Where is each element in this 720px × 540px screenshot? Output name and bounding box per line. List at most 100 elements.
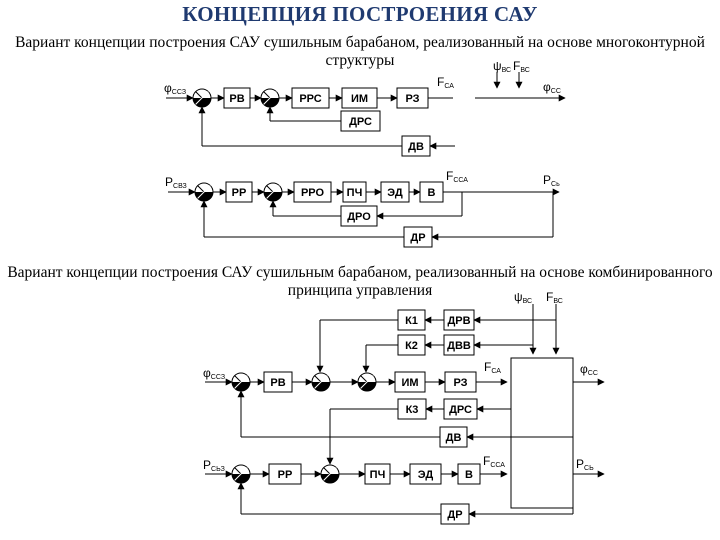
d1-block-label-rv: РВ bbox=[229, 93, 244, 105]
d2-block-rro: РРО bbox=[293, 181, 332, 203]
d2-signal-p_cbz-subscript: СВЗ bbox=[173, 183, 187, 190]
d2-signal-p_cb-subscript: Сь bbox=[551, 181, 560, 188]
d3-sum-3-junction bbox=[357, 372, 377, 392]
d3-block-label-dv: ДВ bbox=[446, 432, 462, 444]
d3-signal-p_cbz-subscript: СЬЗ bbox=[211, 466, 225, 473]
d3-block-label-drs: ДРС bbox=[449, 404, 472, 416]
d3-block-drs: ДРС bbox=[443, 398, 478, 420]
d3-signal-f_vs-subscript: ВС bbox=[553, 298, 563, 305]
d3-sum-4-junction bbox=[231, 464, 251, 484]
d3-block-label-k3: К3 bbox=[406, 404, 419, 416]
d3-signal-f_cca-symbol: F bbox=[483, 454, 490, 468]
d3-signal-f_sa-symbol: F bbox=[484, 360, 491, 374]
d3-block-dr: ДР bbox=[440, 503, 470, 525]
d1-signal-phi_ccz: φССЗ bbox=[164, 81, 186, 96]
d1-signal-phi_cc: φСС bbox=[543, 80, 561, 95]
d1-block-dv: ДВ bbox=[401, 135, 431, 157]
d2-block-label-ed: ЭД bbox=[387, 187, 403, 199]
d3-signal-p_cbz: PСЬЗ bbox=[203, 458, 225, 473]
d3-signal-phi_cc: φСС bbox=[580, 362, 598, 377]
d1-block-rz: РЗ bbox=[396, 87, 429, 109]
d3-block-rz: РЗ bbox=[444, 371, 477, 393]
d3-signal-psi_vs-subscript: ВС bbox=[523, 298, 533, 305]
diagram-1 bbox=[166, 72, 566, 150]
d1-sum-2-junction bbox=[260, 88, 280, 108]
d3-signal-phi_ccz: φССЗ bbox=[203, 366, 225, 381]
variant2-caption: Вариант концепции построения САУ сушильн… bbox=[7, 264, 713, 299]
d2-block-dr: ДР bbox=[403, 226, 433, 248]
d2-block-label-dro: ДРО bbox=[347, 211, 371, 223]
d2-block-rr: РР bbox=[225, 181, 253, 203]
d1-signal-f_vs-subscript: ВС bbox=[520, 67, 530, 74]
d3-block-pch: ПЧ bbox=[364, 463, 391, 485]
d3-sum-1-junction bbox=[231, 372, 251, 392]
d1-signal-phi_cc-symbol: φ bbox=[543, 80, 551, 94]
d1-block-im: ИМ bbox=[341, 87, 378, 109]
d1-block-label-rrs: РРС bbox=[299, 93, 321, 105]
d2-block-label-rr: РР bbox=[232, 187, 247, 199]
d2-sum-1-junction bbox=[194, 182, 214, 202]
d1-signal-phi_cc-subscript: СС bbox=[551, 88, 561, 95]
d2-block-label-pch: ПЧ bbox=[347, 187, 363, 199]
d3-block-rr: РР bbox=[268, 463, 302, 485]
d1-signal-phi_ccz-subscript: ССЗ bbox=[172, 89, 186, 96]
d3-block-k3: К3 bbox=[397, 398, 427, 420]
d3-block-label-dvv: ДВВ bbox=[447, 340, 471, 352]
diagram-2 bbox=[168, 188, 560, 241]
d1-signal-f_sa-subscript: СА bbox=[444, 83, 454, 90]
d2-block-label-rro: РРО bbox=[301, 187, 325, 199]
d3-block-ed: ЭД bbox=[409, 463, 442, 485]
d3-block-label-k2: К2 bbox=[405, 340, 418, 352]
d2-block-ed: ЭД bbox=[380, 181, 410, 203]
d3-block-label-pch: ПЧ bbox=[370, 469, 386, 481]
d3-block-label-im: ИМ bbox=[401, 377, 418, 389]
d3-signal-psi_vs: ψВС bbox=[514, 290, 532, 305]
d1-block-rrs: РРС bbox=[291, 87, 330, 109]
d1-block-label-rz: РЗ bbox=[405, 93, 419, 105]
d1-signal-f_sa-symbol: F bbox=[437, 75, 444, 89]
d3-signal-phi_ccz-subscript: ССЗ bbox=[211, 374, 225, 381]
d2-block-v: В bbox=[419, 181, 444, 203]
d3-signal-phi_cc-symbol: φ bbox=[580, 362, 588, 376]
d1-signal-f_vs: FВС bbox=[513, 59, 530, 74]
d3-block-k1: К1 bbox=[397, 309, 426, 331]
d3-signal-psi_vs-symbol: ψ bbox=[514, 290, 523, 304]
d3-block-label-ed: ЭД bbox=[418, 469, 434, 481]
d2-signal-p_cb-symbol: P bbox=[543, 173, 551, 187]
d1-block-label-dv: ДВ bbox=[408, 141, 424, 153]
d3-block-label-rr: РР bbox=[278, 469, 293, 481]
d1-signal-psi_vs: ψВС bbox=[493, 59, 511, 74]
d3-block-label-dr: ДР bbox=[447, 509, 462, 521]
d3-signal-f_cca-subscript: ССА bbox=[490, 462, 505, 469]
variant1-caption: Вариант концепции построения САУ сушильн… bbox=[15, 34, 705, 69]
d3-signal-f_sa-subscript: СА bbox=[491, 368, 501, 375]
page-title: КОНЦЕПЦИЯ ПОСТРОЕНИЯ САУ bbox=[182, 2, 538, 26]
d2-block-label-dr: ДР bbox=[410, 232, 425, 244]
d3-block-v: В bbox=[457, 463, 481, 485]
d3-block-k2: К2 bbox=[397, 334, 426, 356]
diagram-3 bbox=[205, 304, 605, 518]
d3-sum-5-junction bbox=[320, 464, 340, 484]
d3-signal-f_cca: FССА bbox=[483, 454, 505, 469]
d1-signal-f_sa: FСА bbox=[437, 75, 454, 90]
d3-block-rv: РВ bbox=[263, 371, 293, 393]
d1-block-label-drs: ДРС bbox=[349, 116, 372, 128]
d2-signal-p_cbz-symbol: P bbox=[165, 175, 173, 189]
d3-signal-f_sa: FСА bbox=[484, 360, 501, 375]
d2-signal-f_cca-symbol: F bbox=[446, 169, 453, 183]
d3-block-dv: ДВ bbox=[439, 426, 468, 448]
d1-signal-psi_vs-symbol: ψ bbox=[493, 59, 502, 73]
d3-block-label-k1: К1 bbox=[405, 315, 418, 327]
d2-signal-f_cca-subscript: ССА bbox=[453, 177, 468, 184]
d3-block-label-rv: РВ bbox=[270, 377, 285, 389]
d1-signal-phi_ccz-symbol: φ bbox=[164, 81, 172, 95]
d3-signal-p_cb: PСЬ bbox=[576, 457, 594, 472]
d1-sum-1-junction bbox=[192, 88, 212, 108]
d3-signal-f_vs-symbol: F bbox=[546, 290, 553, 304]
d3-block-label-rz: РЗ bbox=[453, 377, 467, 389]
d1-signal-psi_vs-subscript: ВС bbox=[502, 67, 512, 74]
d2-sum-2-junction bbox=[263, 182, 283, 202]
d2-block-label-v: В bbox=[428, 187, 436, 199]
d3-block-label-v: В bbox=[465, 469, 473, 481]
